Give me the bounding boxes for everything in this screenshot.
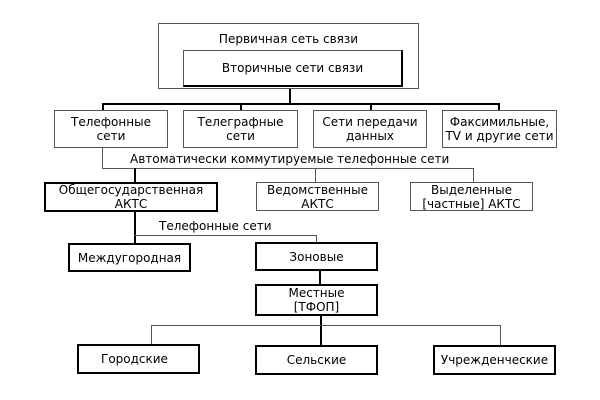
rural-box: Сельские [255, 345, 378, 375]
zonal-label: Зоновые [289, 249, 344, 264]
data-networks-box: Сети передачи данных [313, 110, 427, 148]
connector-departmental [315, 168, 316, 182]
urban-box: Городские [77, 344, 200, 374]
fax-tv-networks-box: Факсимильные, TV и другие сети [442, 110, 557, 148]
primary-network-label: Первичная сеть связи [218, 32, 359, 46]
telephone-networks-box: Телефонные сети [54, 110, 168, 148]
connector-national-down [134, 211, 136, 243]
connector-private [473, 168, 474, 182]
connector-atn-bus [102, 168, 473, 169]
private-aktc-box: Выделенные [частные] АКТС [410, 182, 533, 211]
urban-label: Городские [101, 352, 168, 366]
long-distance-label: Междугородная [77, 250, 182, 265]
phone-networks-label: Телефонные сети [159, 219, 272, 233]
atn-label: Автоматически коммутируемые телефонные с… [130, 152, 450, 166]
national-aktc-label: Общегосударственная АКТС [58, 183, 204, 211]
connector-telegraph [240, 103, 242, 111]
connector-national [134, 168, 136, 182]
connector-secondary-to-bus [289, 87, 291, 104]
data-networks-label: Сети передачи данных [322, 115, 418, 143]
rural-label: Сельские [286, 353, 347, 367]
connector-urban [151, 325, 152, 344]
connector-zonal-to-local [319, 270, 321, 285]
local-tfop-label: Местные [ТФОП] [288, 286, 345, 314]
telegraph-networks-label: Телеграфные сети [197, 115, 284, 143]
connector-local-bus [151, 325, 500, 326]
connector-telephone-down [102, 147, 103, 168]
connector-local-down [320, 315, 322, 345]
connector-level1-bus [102, 103, 499, 105]
connector-data [370, 103, 372, 111]
secondary-networks-label: Вторичные сети связи [221, 61, 364, 75]
long-distance-box: Междугородная [68, 243, 191, 272]
institutional-box: Учрежденческие [433, 345, 556, 375]
departmental-aktc-label: Ведомственные АКТС [267, 182, 368, 211]
private-aktc-label: Выделенные [частные] АКТС [422, 182, 521, 211]
secondary-networks-box: Вторичные сети связи [183, 50, 403, 87]
telegraph-networks-box: Телеграфные сети [183, 110, 298, 148]
fax-tv-networks-label: Факсимильные, TV и другие сети [445, 115, 554, 143]
telephone-networks-label: Телефонные сети [71, 115, 151, 143]
departmental-aktc-box: Ведомственные АКТС [256, 182, 379, 211]
zonal-box: Зоновые [255, 242, 378, 271]
local-tfop-box: Местные [ТФОП] [255, 284, 378, 316]
connector-telephone [102, 103, 104, 111]
connector-institutional [500, 325, 501, 345]
institutional-label: Учрежденческие [440, 353, 549, 367]
national-aktc-box: Общегосударственная АКТС [44, 182, 218, 212]
connector-zonal [316, 235, 317, 243]
connector-fax [498, 103, 500, 111]
connector-phone-bus [134, 235, 316, 236]
